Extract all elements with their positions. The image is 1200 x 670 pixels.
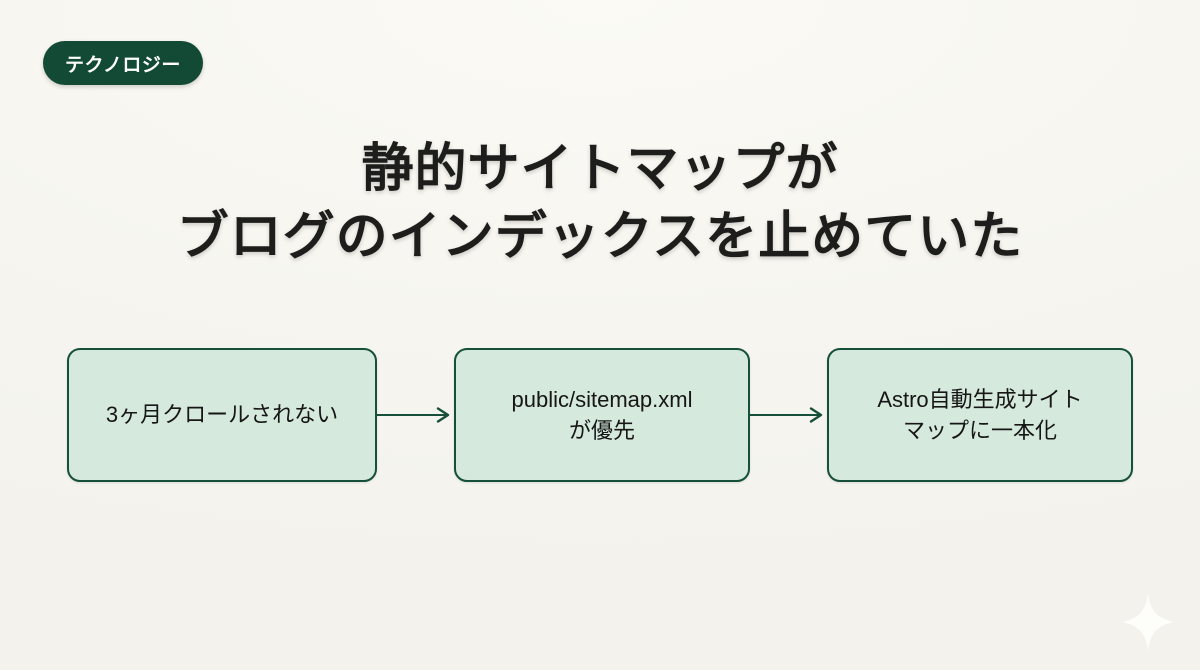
- slide-title: 静的サイトマップが ブログのインデックスを止めていた: [0, 135, 1200, 272]
- category-badge: テクノロジー: [43, 41, 203, 85]
- arrow-right-icon: [750, 407, 823, 423]
- slide-title-line-1: 静的サイトマップが: [361, 139, 839, 198]
- slide-title-line-2: ブログのインデックスを止めていた: [176, 208, 1024, 267]
- flow-node-2-label: public/sitemap.xml が優先: [512, 384, 693, 446]
- category-badge-label: テクノロジー: [65, 54, 181, 76]
- flow-diagram: 3ヶ月クロールされない public/sitemap.xml が優先 Astro: [0, 348, 1200, 482]
- sparkle-icon: [1122, 592, 1174, 652]
- flow-node-1-line-1: 3ヶ月クロールされない: [105, 402, 339, 428]
- flow-node-1-label: 3ヶ月クロールされない: [106, 399, 338, 430]
- flow-connector-2: [750, 348, 827, 482]
- flow-node-3-line-1: Astro自動生成サイト: [877, 386, 1083, 412]
- flow-node-1: 3ヶ月クロールされない: [67, 348, 377, 482]
- flow-node-3-label: Astro自動生成サイト マップに一本化: [877, 384, 1082, 446]
- flow-node-2-line-2: が優先: [568, 418, 635, 443]
- flow-node-2-line-1: public/sitemap.xml: [511, 386, 693, 412]
- flow-node-3: Astro自動生成サイト マップに一本化: [827, 348, 1133, 482]
- flow-node-2: public/sitemap.xml が優先: [454, 348, 750, 482]
- flow-node-3-line-2: マップに一本化: [902, 418, 1057, 443]
- arrow-right-icon: [377, 407, 450, 423]
- flow-connector-1: [377, 348, 454, 482]
